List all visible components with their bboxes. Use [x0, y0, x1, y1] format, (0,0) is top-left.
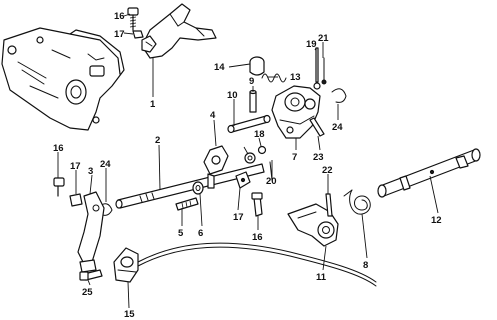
callout-12: 12: [431, 215, 442, 226]
fork-washer: [132, 30, 144, 39]
callout-25: 25: [82, 287, 93, 298]
callout-18: 18: [254, 129, 265, 140]
bolt-left: [53, 177, 65, 197]
callout-24-left: 24: [100, 159, 111, 170]
callout-24-right: 24: [332, 122, 343, 133]
bolt-lower: [79, 269, 103, 281]
collar: [192, 181, 204, 195]
callout-10: 10: [227, 90, 238, 101]
roll-pin: [309, 117, 325, 137]
retaining-clip: [331, 88, 347, 103]
callout-19: 19: [306, 39, 317, 50]
callout-16-middle: 16: [252, 232, 263, 243]
callout-5: 5: [178, 228, 184, 239]
pin-nine: [249, 89, 257, 113]
callout-3: 3: [88, 166, 93, 177]
selector-arm: [77, 191, 105, 273]
small-pin: [313, 47, 327, 90]
washers: [244, 145, 267, 164]
bracket: [235, 171, 251, 189]
callout-17-left: 17: [70, 161, 81, 172]
leader-lines: [57, 13, 439, 309]
washer-left: [69, 193, 83, 207]
callout-17-top: 17: [114, 29, 125, 40]
callout-7: 7: [292, 152, 297, 163]
callout-1: 1: [150, 99, 156, 110]
short-shaft: [227, 114, 271, 134]
callout-2: 2: [155, 135, 160, 146]
callout-8: 8: [363, 260, 368, 271]
callout-6: 6: [198, 228, 203, 239]
callout-14: 14: [214, 62, 225, 73]
callout-13: 13: [290, 72, 301, 83]
fork-bolt: [127, 7, 139, 31]
shift-fork: [141, 3, 217, 59]
callout-22: 22: [322, 165, 333, 176]
callout-9: 9: [249, 76, 254, 87]
select-shaft: [377, 148, 481, 198]
pin-twenty-two: [325, 193, 333, 217]
callout-15: 15: [124, 309, 135, 320]
shift-arm-housing: [271, 85, 321, 139]
shift-lever-arm: [203, 145, 229, 189]
callout-11: 11: [316, 272, 327, 283]
callout-23: 23: [313, 152, 324, 163]
callout-17-middle: 17: [233, 212, 244, 223]
detent-cap: [249, 56, 265, 76]
callout-labels: 1 2 3 4 5 6 7 8 9 10 11 12 13 14 15 16 1…: [53, 11, 442, 320]
bolt-middle: [251, 192, 263, 217]
cable-end: [113, 247, 139, 283]
callout-4: 4: [210, 110, 216, 121]
callout-16-top: 16: [114, 11, 125, 22]
shift-piece: [287, 203, 339, 247]
callout-21: 21: [318, 33, 329, 44]
callout-20: 20: [266, 176, 277, 187]
bolt-five: [175, 197, 199, 211]
torsion-spring: [343, 189, 371, 215]
clip-left: [99, 203, 113, 216]
control-cable: [137, 242, 377, 287]
callout-16-left: 16: [53, 143, 64, 154]
transmission-housing: [1, 27, 125, 131]
spring: [261, 73, 287, 83]
